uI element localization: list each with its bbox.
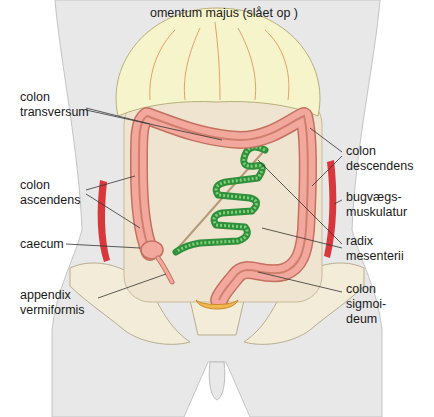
- bladder: [196, 300, 238, 309]
- taenia: [139, 116, 308, 300]
- organ-label: caecum: [20, 237, 88, 252]
- organ-label: colon ascendens: [20, 178, 88, 208]
- abdominal-muscle: [98, 180, 110, 262]
- omentum-vessels: [150, 22, 289, 100]
- organ-label: appendix vermiformis: [20, 288, 96, 318]
- genitals: [209, 362, 224, 400]
- small-intestine-inner: [176, 147, 265, 252]
- greater-omentum: [116, 8, 320, 116]
- abdominal-muscle: [324, 160, 336, 258]
- leader-lines: [66, 108, 342, 298]
- appendix: [158, 258, 172, 282]
- organ-label: colon sigmoi- deum: [346, 282, 406, 327]
- structure-label: bugvægs- muskulatur: [346, 190, 426, 220]
- colon-wall: [139, 116, 308, 300]
- organ-label: omentum majus (slået op ): [150, 6, 350, 21]
- structure-label: radix mesenterii: [346, 234, 426, 264]
- organ-label: colon descendens: [346, 144, 426, 174]
- abdominal-cavity: [124, 98, 322, 302]
- organ-label: colon transversum: [20, 90, 88, 120]
- colon: [139, 116, 308, 300]
- appendix-inner: [158, 258, 172, 282]
- sacrum: [190, 300, 244, 335]
- body-outline: [52, 0, 382, 417]
- small-intestine: [176, 147, 265, 252]
